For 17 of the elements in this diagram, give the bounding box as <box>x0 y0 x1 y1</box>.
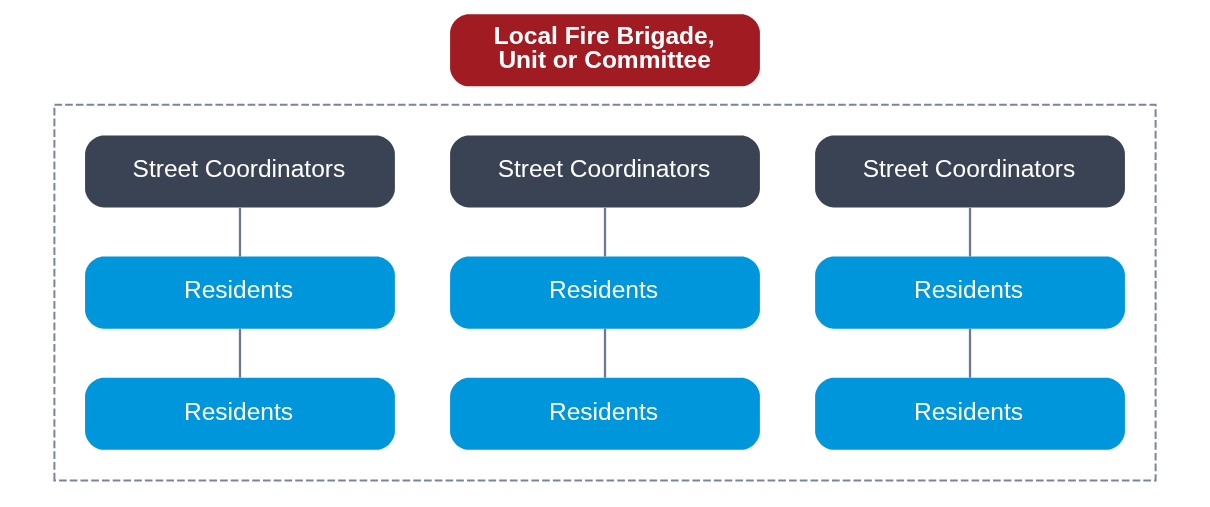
node-box: Residents <box>815 256 1125 329</box>
connector <box>603 328 607 378</box>
cluster <box>53 103 1157 482</box>
node-box: Street Coordinators <box>85 135 395 208</box>
node-box: Residents <box>815 377 1125 450</box>
node-box: Residents <box>85 377 395 450</box>
connector <box>603 207 607 257</box>
node-box: Street Coordinators <box>450 135 760 208</box>
connector <box>968 328 972 378</box>
node-box: Street Coordinators <box>815 135 1125 208</box>
node-box: Local Fire Brigade, Unit or Committee <box>450 14 760 87</box>
connector <box>968 207 972 257</box>
node-box: Residents <box>450 256 760 329</box>
node-box: Residents <box>450 377 760 450</box>
connector <box>238 207 242 257</box>
connector <box>238 328 242 378</box>
node-box: Residents <box>85 256 395 329</box>
